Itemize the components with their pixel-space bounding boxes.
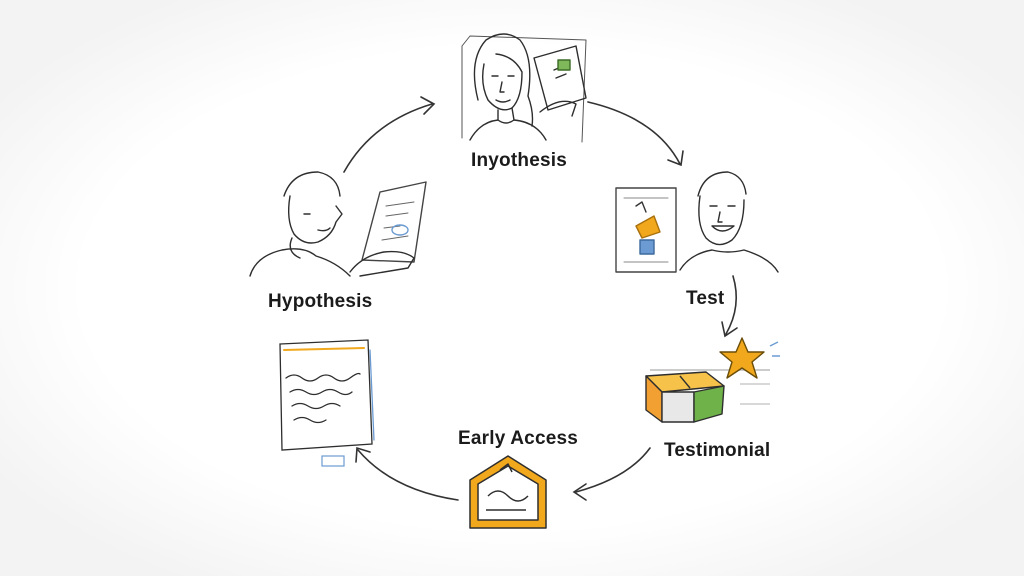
early-access-badge-illustration — [469, 455, 547, 529]
arrow-early-to-left — [355, 446, 459, 501]
arrow-top-to-right — [587, 101, 684, 167]
arrow-testimonial-to-early — [572, 447, 651, 501]
man-with-document-illustration — [249, 171, 427, 277]
arrow-test-down — [721, 275, 738, 338]
box-with-star-illustration — [645, 337, 780, 423]
stage-label-early-access: Early Access — [458, 428, 579, 449]
smiling-man-with-board-illustration — [615, 171, 779, 273]
stage-label-hypothesis: Hypothesis — [268, 291, 373, 312]
woman-sketch-illustration — [461, 33, 587, 143]
handwritten-note-illustration — [279, 339, 375, 467]
stage-label-test: Test — [686, 288, 725, 309]
arrow-left-to-top — [343, 96, 436, 173]
stage-label-top: Inyothesis — [471, 150, 567, 171]
stage-label-testimonial: Testimonial — [664, 440, 771, 461]
